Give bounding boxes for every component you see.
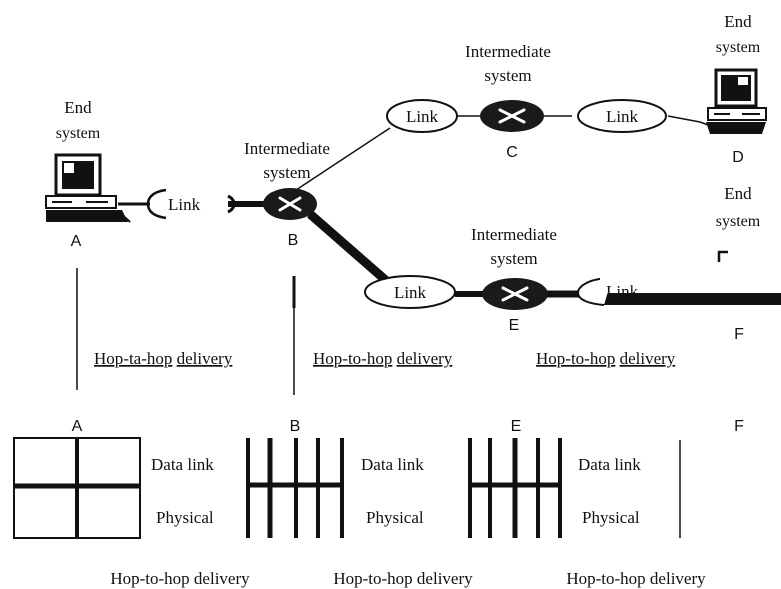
- hop-label-top-2: Hop-to-hop delivery: [313, 349, 453, 368]
- link-be-label: Link: [394, 283, 427, 302]
- intermediate-e-line2: system: [490, 249, 537, 268]
- hop-label-top-1-second: delivery: [177, 349, 233, 368]
- hop-label-top-2-first: Hop-to-hop: [313, 349, 392, 368]
- link-ellipses: Link Link Link Link Link: [168, 99, 667, 309]
- end-system-a-line1: End: [64, 98, 92, 117]
- node-letter-a: A: [71, 233, 82, 250]
- stack-letter-f: F: [734, 418, 744, 435]
- router-icon: [498, 108, 526, 124]
- hop-labels-top: Hop-ta-hop delivery Hop-to-hop delivery …: [94, 349, 676, 368]
- node-letter-b: B: [288, 232, 299, 249]
- link-ef-label: Link: [606, 282, 639, 301]
- link-be: Link: [364, 275, 456, 309]
- stack-b-data-link: Data link: [361, 455, 424, 474]
- stack-e-physical: Physical: [582, 508, 640, 527]
- node-labels: End system A End system D End system F I…: [56, 12, 761, 343]
- intermediate-b-line1: Intermediate: [244, 139, 330, 158]
- stack-b-physical: Physical: [366, 508, 424, 527]
- stack-letter-a: A: [72, 418, 83, 435]
- node-letter-f: F: [734, 326, 744, 343]
- stack-a-data-link: Data link: [151, 455, 214, 474]
- line-b-to-link-bc: [295, 127, 391, 191]
- stack-a: [13, 437, 141, 539]
- guide-lines: [76, 268, 296, 395]
- computer-a: [45, 153, 131, 223]
- router-e: [482, 278, 548, 310]
- intermediate-b-line2: system: [263, 163, 310, 182]
- hop-label-top-3-second: delivery: [620, 349, 676, 368]
- end-system-d-line2: system: [716, 39, 761, 56]
- hop-label-top-1-first: Hop-ta-hop: [94, 349, 172, 368]
- hop-label-bottom-1: Hop-to-hop delivery: [110, 569, 250, 588]
- hop-label-bottom-3: Hop-to-hop delivery: [566, 569, 706, 588]
- end-system-f-line1: End: [724, 184, 752, 203]
- router-icon: [278, 196, 302, 212]
- stack-letter-b: B: [290, 418, 301, 435]
- stack-a-physical: Physical: [156, 508, 214, 527]
- hop-label-top-1: Hop-ta-hop delivery: [94, 349, 233, 368]
- intermediate-c-line1: Intermediate: [465, 42, 551, 61]
- stack-e: [468, 438, 562, 538]
- hop-label-top-3-first: Hop-to-hop: [536, 349, 615, 368]
- router-c: [480, 100, 544, 132]
- link-cd-label: Link: [606, 107, 639, 126]
- link-bc: Link: [386, 99, 458, 133]
- hop-label-top-2-second: delivery: [397, 349, 453, 368]
- end-system-d-line1: End: [724, 12, 752, 31]
- router-b: [263, 188, 317, 220]
- bar-to-f: [604, 293, 781, 305]
- link-b-stub-curl: [227, 194, 236, 214]
- hop-label-bottom-2: Hop-to-hop delivery: [333, 569, 473, 588]
- node-letter-e: E: [509, 317, 520, 334]
- router-icon: [501, 286, 529, 302]
- node-letter-d: D: [732, 149, 744, 166]
- end-system-a-line2: system: [56, 125, 101, 142]
- stack-letter-e: E: [511, 418, 522, 435]
- stack-e-data-link: Data link: [578, 455, 641, 474]
- computer-d: [706, 68, 767, 134]
- line-b-to-link-be: [307, 210, 393, 288]
- hop-labels-bottom: Hop-to-hop delivery Hop-to-hop delivery …: [110, 569, 706, 588]
- stack-letters: A B E F: [72, 418, 744, 435]
- link-ab-label: Link: [168, 195, 201, 214]
- link-cd: Link: [577, 99, 667, 133]
- computer-f-glyph: [717, 250, 728, 262]
- hop-label-top-3: Hop-to-hop delivery: [536, 349, 676, 368]
- connections: [118, 115, 781, 305]
- node-letter-c: C: [506, 144, 518, 161]
- intermediate-e-line1: Intermediate: [471, 225, 557, 244]
- computer-icon: [706, 68, 767, 134]
- link-bc-label: Link: [406, 107, 439, 126]
- stack-b: [246, 438, 344, 538]
- link-ef: Link: [576, 276, 660, 306]
- link-a-end-cap: [146, 188, 167, 220]
- intermediate-c-line2: system: [484, 66, 531, 85]
- computer-icon: [45, 153, 131, 223]
- end-system-f-line2: system: [716, 213, 761, 230]
